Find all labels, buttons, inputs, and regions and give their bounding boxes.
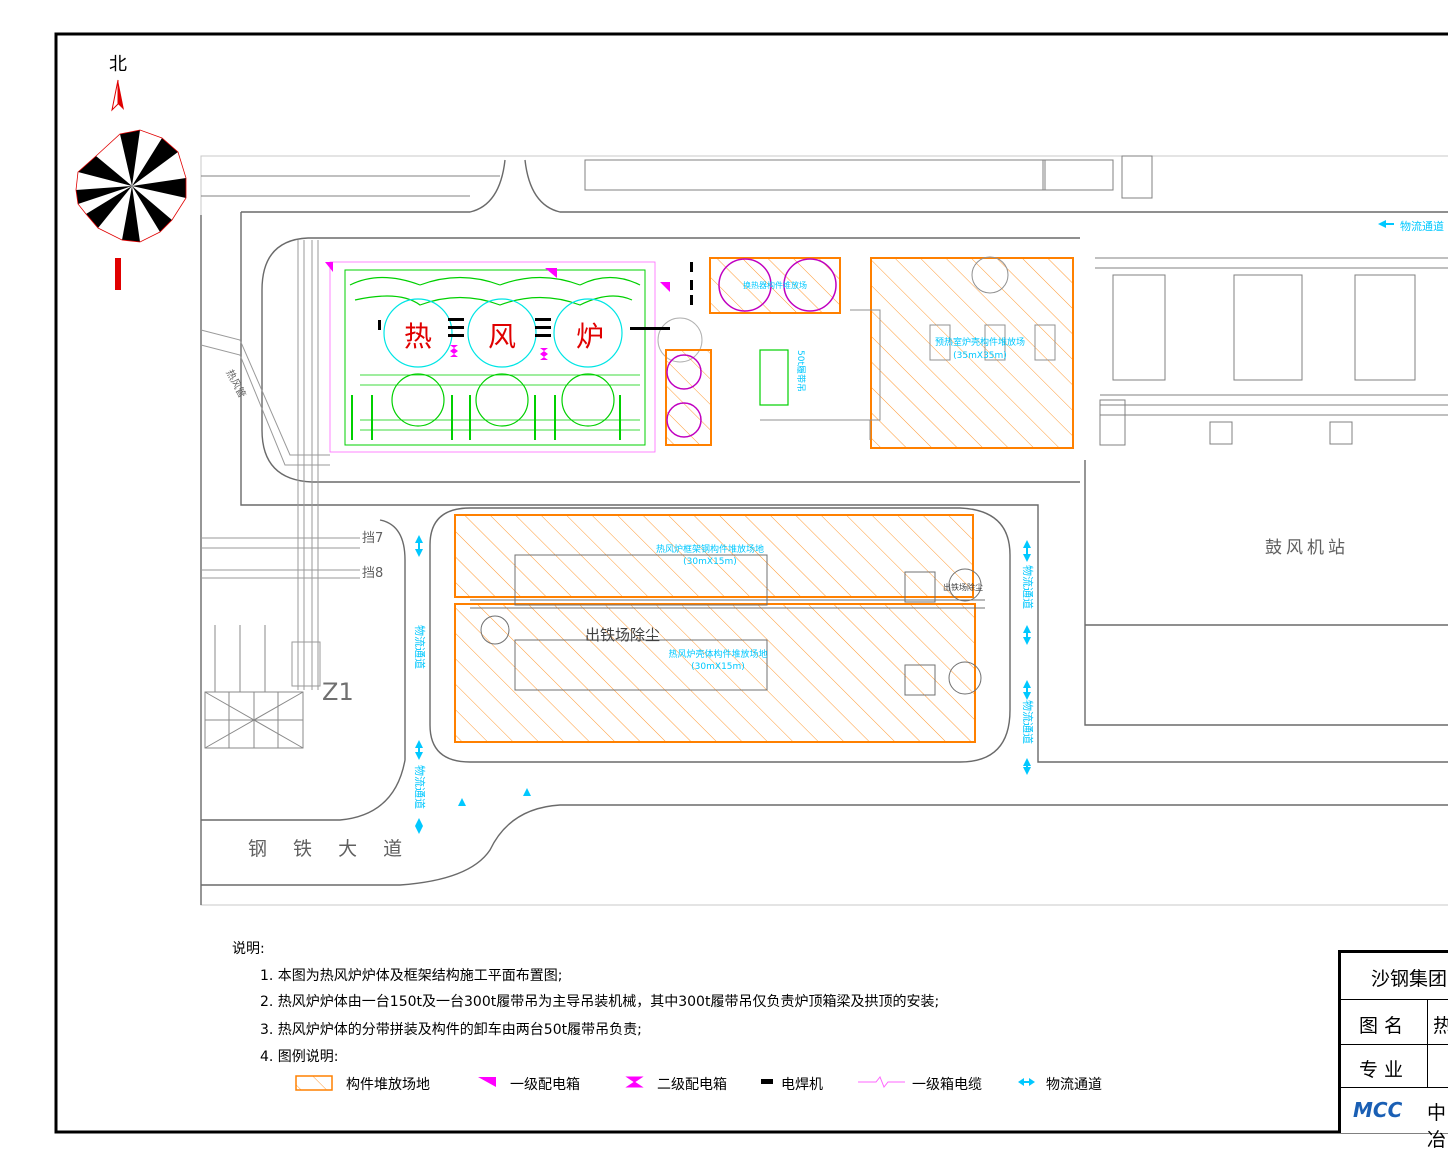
logistics-channel-label-right1: 物流通道 [1021, 565, 1035, 609]
heat-exchanger-area: 换热器构件堆放场 50t履带吊 [665, 257, 841, 446]
hot-stove-complex: 热 风 炉 [325, 261, 703, 453]
logistics-channel-label-bottom: 物流通道 [413, 765, 427, 809]
logo-text: MCC [1353, 1098, 1403, 1122]
z1-structure [204, 625, 304, 749]
crane-label: 50t履带吊 [795, 350, 806, 392]
road-name: 钢 铁 大 道 [248, 838, 412, 860]
legend-label: 二级配电箱 [657, 1077, 727, 1093]
top-buildings [201, 155, 1153, 199]
drawing-name-label: 图 名 [1359, 1015, 1404, 1037]
yard-label-frame: 热风炉框架钢构件堆放场地 [656, 543, 764, 555]
note-item-4: 4. 图例说明: [260, 1049, 339, 1065]
logistics-arrow-icons [415, 220, 1394, 834]
yard-label-shell: 热风炉壳体构件堆放场地 [668, 648, 767, 660]
drawing-name-value: 热 [1433, 1011, 1448, 1038]
baffle-8-label: 挡8 [362, 566, 383, 581]
title-block-name-row: 图 名 热 [1341, 1000, 1448, 1045]
legend-symbols [295, 1075, 1035, 1091]
secondary-distribution-box-icon [625, 1076, 644, 1088]
taphole-dust-label: 出铁场除尘 [585, 626, 660, 644]
primary-cable-icon [858, 1076, 905, 1088]
title-block-company-row: 沙钢集团 [1341, 953, 1448, 1000]
preheater-yard: 预热室炉壳构件堆放场 (35mX35m) [760, 256, 1074, 449]
legend-label: 一级配电箱 [510, 1077, 580, 1093]
legend-label: 电焊机 [781, 1077, 823, 1093]
hot-stove-char-3: 炉 [576, 320, 604, 353]
taphole-dust-small: 出铁场除尘 [943, 582, 983, 592]
company-name: 沙钢集团 [1371, 968, 1448, 990]
hot-stove-char-1: 热 [404, 320, 432, 353]
legend-label: 物流通道 [1046, 1077, 1102, 1093]
logistics-channel-label-left: 物流通道 [413, 625, 427, 669]
notes-heading: 说明: [232, 941, 265, 957]
note-item-3: 3. 热风炉炉体的分带拼装及构件的卸车由两台50t履带吊负责; [260, 1022, 642, 1038]
logistics-channel-label-right2: 物流通道 [1021, 700, 1035, 744]
road-network [200, 159, 1448, 905]
grid-label-z1: Z1 [322, 678, 354, 706]
north-label: 北 [109, 54, 127, 75]
primary-distribution-box-icon [478, 1077, 496, 1087]
logistics-channel-label-top: 物流通道 [1400, 219, 1444, 233]
welder-icon [761, 1079, 773, 1084]
title-block: 沙钢集团 图 名 热 专 业 MCC 中冶 [1338, 950, 1448, 1151]
note-item-2: 2. 热风炉炉体由一台150t及一台300t履带吊为主导吊装机械，其中300t履… [260, 994, 940, 1010]
discipline-label: 专 业 [1359, 1059, 1404, 1081]
yard-size-shell: (30mX15m) [691, 662, 745, 672]
cast-house-yards: 热风炉框架钢构件堆放场地 (30mX15m) 热风炉壳体构件堆放场地 (30mX… [454, 514, 985, 743]
note-item-1: 1. 本图为热风炉炉体及框架结构施工平面布置图; [260, 968, 563, 984]
baffle-7-label: 挡7 [362, 531, 383, 546]
heat-exchanger-label: 换热器构件堆放场 [743, 280, 807, 290]
legend-label: 一级箱电缆 [912, 1077, 982, 1093]
left-pipe-corridor [200, 240, 360, 690]
hatched-yard-icon [295, 1075, 333, 1091]
compass-rose-icon [75, 79, 187, 290]
blower-station-label: 鼓风机站 [1265, 538, 1349, 558]
yard-label-preheater: 预热室炉壳构件堆放场 [935, 336, 1025, 348]
logistics-arrow-icon [1018, 1078, 1035, 1086]
title-block-discipline-row: 专 业 [1341, 1045, 1448, 1088]
org-text: 中冶 [1427, 1102, 1447, 1151]
yard-size-frame: (30mX15m) [683, 557, 737, 567]
hot-blast-pipe-label: 热风管 [223, 367, 249, 400]
legend-label: 构件堆放场地 [346, 1077, 430, 1093]
hot-stove-char-2: 风 [488, 320, 516, 353]
drawing-border [54, 32, 1448, 1134]
title-block-logo-row: MCC 中冶 [1341, 1088, 1448, 1151]
yard-size-preheater: (35mX35m) [953, 351, 1007, 361]
blower-station-buildings [1095, 257, 1448, 446]
